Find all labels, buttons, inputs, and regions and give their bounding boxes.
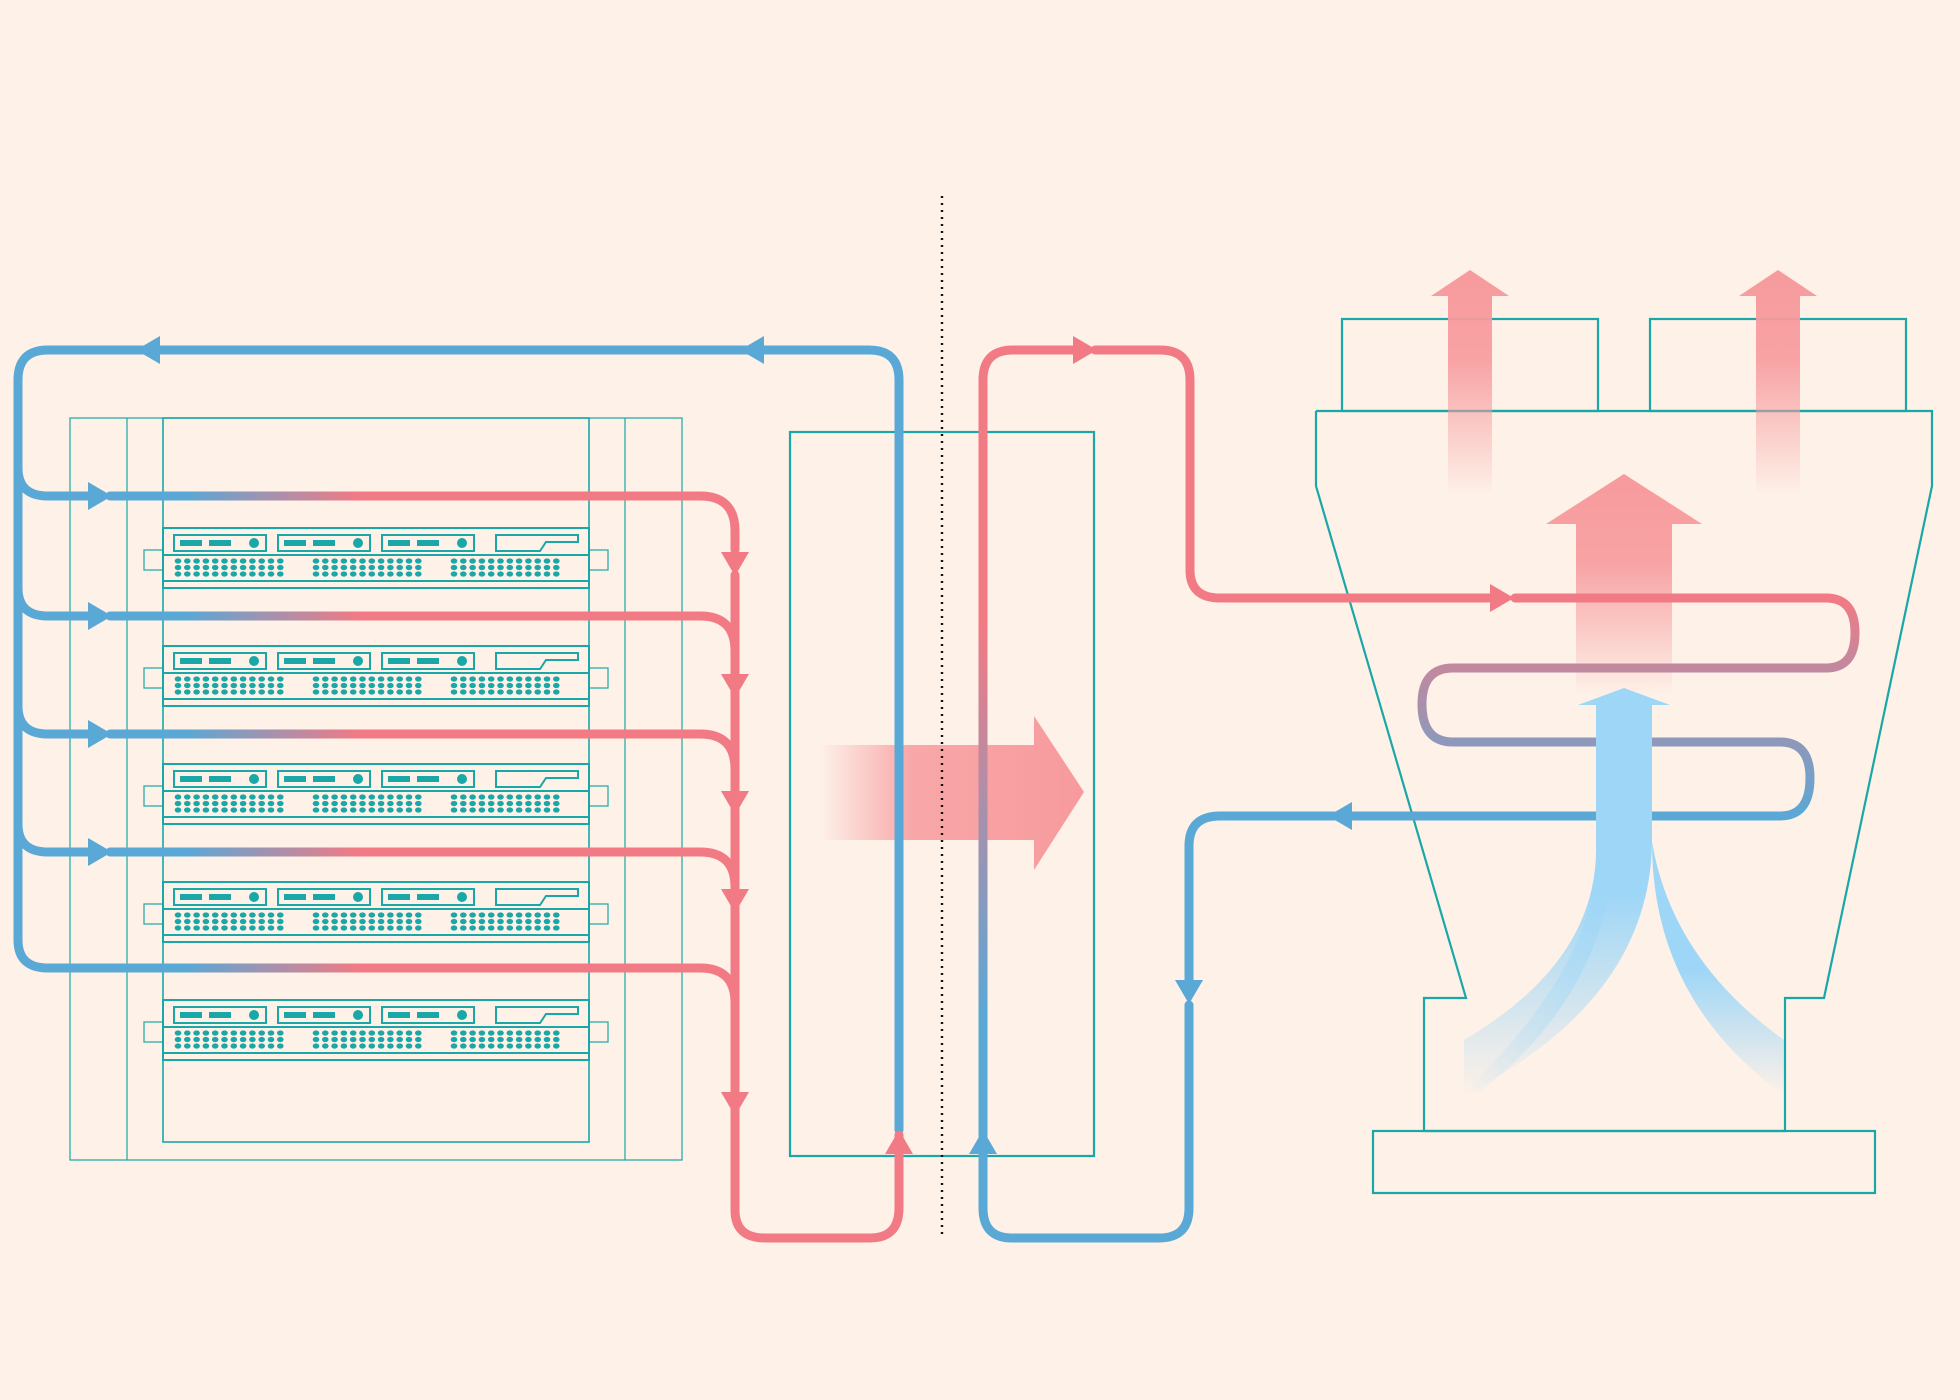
flow-arrowhead — [88, 838, 112, 866]
flow-arrowhead — [721, 552, 749, 576]
tower-coil — [1323, 593, 1860, 821]
server-unit — [143, 645, 609, 707]
flow-arrowhead — [885, 1130, 913, 1154]
hot-collector-pipe — [730, 570, 904, 1243]
flow-arrowhead — [88, 720, 112, 748]
flow-arrowhead — [1175, 980, 1203, 1004]
server-unit — [143, 881, 609, 943]
row-pipe-1 — [105, 491, 740, 555]
server-unit — [143, 763, 609, 825]
flow-arrows — [88, 336, 1514, 1154]
flow-arrowhead — [1490, 584, 1514, 612]
flow-arrowhead — [969, 1130, 997, 1154]
tower-basin — [1371, 1129, 1877, 1195]
flow-arrowhead — [136, 336, 160, 364]
hot-to-tower-pipe — [1090, 345, 1510, 603]
cold-supply-pipe — [978, 1000, 1194, 1243]
server-units — [143, 527, 609, 1061]
flow-arrowhead — [740, 336, 764, 364]
flow-arrowhead — [721, 674, 749, 698]
server-rack — [69, 417, 683, 1161]
server-unit — [143, 999, 609, 1061]
exhaust-arrow-left — [1431, 270, 1509, 495]
coolant-pipes — [13, 345, 1860, 1243]
flow-arrowhead — [721, 1092, 749, 1116]
flow-arrowhead — [1073, 336, 1097, 364]
rising-heat-arrow — [1546, 474, 1702, 695]
heat-transfer-arrow — [820, 716, 1084, 870]
cold-return-pipe — [13, 345, 904, 1135]
exhaust-arrow-right — [1739, 270, 1817, 495]
flow-arrowhead — [88, 602, 112, 630]
flow-arrowhead — [721, 889, 749, 913]
cold-air-right — [1652, 842, 1784, 1095]
flow-arrowhead — [88, 482, 112, 510]
flow-arrowhead — [721, 791, 749, 815]
server-unit — [143, 527, 609, 589]
cold-air-left — [1464, 688, 1670, 1095]
flow-arrowhead — [1328, 802, 1352, 830]
row-pipe-5 — [105, 963, 740, 1107]
